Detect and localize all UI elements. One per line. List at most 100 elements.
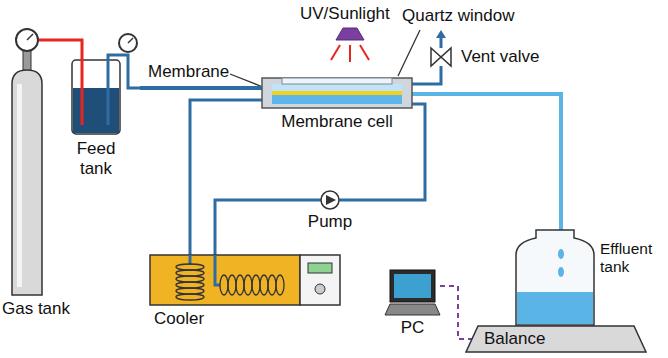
water-drop: [558, 249, 564, 259]
membrane-sheet: [272, 91, 402, 95]
valve-symbol: [431, 48, 451, 66]
cooling-coil: [268, 275, 276, 295]
label-holder: UV/Sunlight: [300, 4, 390, 24]
component-label: PC: [401, 318, 425, 338]
cooling-coil: [252, 275, 260, 295]
cell-housing: [262, 78, 412, 108]
tank-liquid: [73, 88, 119, 133]
part-label: Quartz window: [402, 6, 514, 26]
cooling-coil: [176, 294, 204, 300]
node-shape: [321, 191, 339, 209]
pump-symbol: Pump: [321, 191, 339, 209]
gas-cylinder: Gas tank: [8, 22, 46, 295]
light-ray: [349, 45, 351, 62]
cylinder-neck: [23, 50, 31, 72]
feed-tank: Feed tank: [70, 33, 140, 135]
cooling-coil: [176, 282, 204, 288]
component-label: Feed tank: [70, 139, 122, 178]
label-holder: Membrane cell: [281, 112, 393, 132]
component-label: Vent valve: [461, 47, 539, 67]
feed-outlet-pipe: [108, 55, 140, 125]
pipe-connector: [412, 66, 441, 84]
leader-line: [398, 30, 420, 76]
label-holder: Membrane: [148, 62, 229, 82]
cooling-coil: [176, 276, 204, 282]
pipe-connector: [412, 94, 561, 230]
chiller-knob: [315, 284, 325, 294]
label-holder: Balance: [484, 329, 545, 349]
component-label: Pump: [308, 212, 352, 232]
pipe-connector: [440, 286, 472, 339]
cooler-bath: Cooler: [150, 255, 340, 305]
pipe-connector: [46, 39, 70, 42]
chiller-unit: [300, 255, 340, 305]
label-holder: Feed tank: [70, 139, 122, 178]
label-holder: Cooler: [154, 309, 204, 329]
laptop-base: [385, 304, 440, 315]
cooling-coil: [276, 275, 284, 295]
component-label: Membrane cell: [281, 112, 393, 132]
cooling-coil: [228, 275, 236, 295]
water-drop: [558, 267, 564, 277]
pressure-gauge: [119, 34, 137, 52]
laptop-screen: [390, 270, 435, 302]
tank-body: [72, 60, 120, 134]
gauge-needle: [27, 34, 33, 40]
pipe-connector: [190, 100, 262, 255]
cooling-bath: [150, 255, 300, 305]
label-holder: Vent valve: [461, 47, 539, 67]
pump-body: [321, 191, 339, 209]
node-shape: [385, 270, 440, 315]
vent-valve: Vent valve: [431, 48, 451, 66]
pressure-gauge: [16, 29, 38, 51]
cooling-coil: [220, 275, 228, 295]
gauge-needle: [128, 38, 133, 43]
vent-arrow: [436, 30, 446, 38]
pc-laptop: PC: [385, 270, 440, 315]
membrane-cell: Membrane cell: [262, 78, 412, 108]
balance-scale: Balance: [466, 326, 646, 352]
pump-impeller: [326, 195, 336, 205]
label-holder: PC: [401, 318, 425, 338]
effluent-tank: Effluent tank: [516, 230, 594, 325]
label-holder: Effluent tank: [600, 240, 662, 276]
label-holder: Pump: [308, 212, 352, 232]
screen-display: [394, 274, 431, 298]
light-ray: [331, 45, 340, 60]
inner-label: Balance: [484, 329, 545, 349]
pipe-connector: [140, 86, 262, 90]
cooling-coil: [260, 275, 268, 295]
part-label: UV/Sunlight: [300, 4, 390, 24]
node-shape: [8, 22, 46, 295]
node-shape: [516, 230, 594, 325]
component-label: Gas tank: [2, 299, 70, 319]
cooling-coil: [244, 275, 252, 295]
cooling-coil: [176, 288, 204, 294]
permeate-channel: [272, 95, 402, 104]
feed-channel: [272, 84, 402, 91]
component-label: Cooler: [154, 309, 204, 329]
cylinder-highlight: [17, 84, 22, 287]
gas-pipe: [38, 39, 46, 42]
part-label: Membrane: [148, 62, 229, 82]
tank-bottle: [516, 230, 594, 325]
gas-inlet-pipe: [70, 40, 82, 125]
node-shape: [262, 78, 412, 108]
label-holder: Gas tank: [2, 299, 70, 319]
coil-pipe: [215, 255, 220, 285]
cooling-coil: [176, 270, 204, 276]
node-shape: [431, 48, 451, 66]
cooling-coil: [236, 275, 244, 295]
cooling-coil: [176, 264, 204, 270]
pipe-connector: [215, 200, 321, 255]
label-holder: Quartz window: [402, 6, 514, 26]
chiller-display: [308, 263, 332, 273]
node-shape: [70, 33, 140, 135]
light-ray: [360, 45, 369, 60]
cylinder-body: [12, 70, 42, 295]
uv-lamp: [336, 28, 364, 40]
balance-platform: [466, 326, 646, 352]
node-shape: [150, 255, 340, 305]
vent-pipe: [440, 37, 443, 48]
